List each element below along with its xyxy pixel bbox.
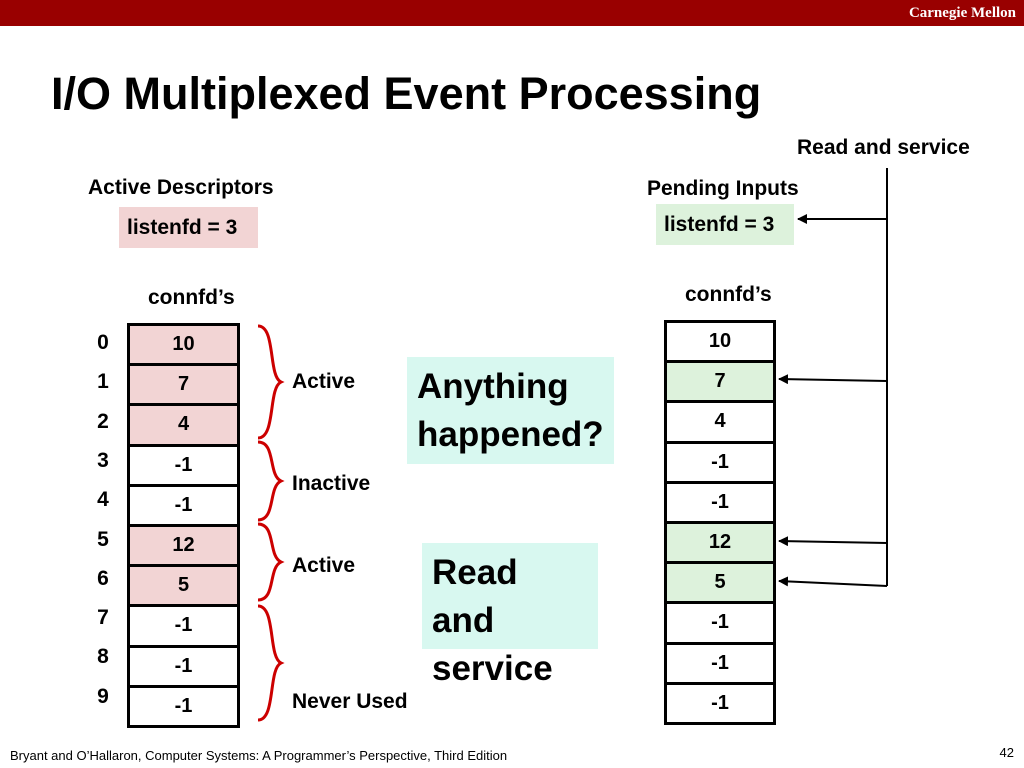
- array-index: 8: [97, 645, 109, 669]
- array-index: 1: [97, 370, 109, 394]
- arrow-connfd-12: [778, 536, 888, 547]
- pending-input-cell: -1: [664, 681, 776, 725]
- array-index: 2: [97, 409, 109, 433]
- array-index: 3: [97, 448, 109, 472]
- left-listenfd-box: listenfd = 3: [119, 207, 258, 248]
- pending-input-cell: -1: [664, 601, 776, 645]
- left-connfd-label: connfd’s: [148, 286, 235, 309]
- header-bar: Carnegie Mellon: [0, 0, 1024, 26]
- arrow-connfd-5: [778, 576, 888, 587]
- brace-3: [257, 522, 285, 602]
- group-label-active-2: Active: [292, 554, 356, 577]
- group-label-inactive: Inactive: [292, 472, 371, 495]
- brace-4: [257, 604, 285, 722]
- array-index: 9: [97, 684, 109, 708]
- group-label-active-1: Active: [292, 370, 356, 393]
- pending-inputs-heading: Pending Inputs: [647, 177, 799, 200]
- array-index: 7: [97, 606, 109, 630]
- active-descriptor-cell: -1: [127, 644, 240, 688]
- group-label-never-used: Never Used: [292, 690, 408, 713]
- citation-footer: Bryant and O’Hallaron, Computer Systems:…: [10, 748, 508, 763]
- active-descriptor-cell: -1: [127, 684, 240, 728]
- active-descriptors-heading: Active Descriptors: [88, 176, 274, 199]
- brace-1: [257, 324, 285, 440]
- pending-arrows: [778, 168, 888, 587]
- page-number: 42: [999, 745, 1014, 760]
- active-descriptor-cell: -1: [127, 483, 240, 527]
- active-descriptor-cell: 12: [127, 524, 240, 568]
- brace-2: [257, 440, 285, 522]
- read-and-service-callout: Read and service: [422, 543, 598, 688]
- read-and-service-label: Read and service: [797, 136, 970, 159]
- array-index: 0: [97, 331, 109, 354]
- arrow-connfd-7: [778, 374, 888, 385]
- array-index: 6: [97, 566, 109, 590]
- brand-label: Carnegie Mellon: [908, 5, 1016, 21]
- right-listenfd-box: listenfd = 3: [656, 204, 794, 245]
- active-descriptor-cell: -1: [127, 604, 240, 648]
- right-connfd-label: connfd’s: [685, 283, 772, 306]
- anything-happened-callout: Anything happened?: [407, 357, 614, 464]
- array-index: 5: [97, 527, 109, 551]
- slide-title: I/O Multiplexed Event Processing: [51, 68, 762, 119]
- pending-input-cell: 7: [664, 360, 776, 404]
- group-braces: [257, 324, 285, 722]
- array-index: 4: [97, 488, 109, 512]
